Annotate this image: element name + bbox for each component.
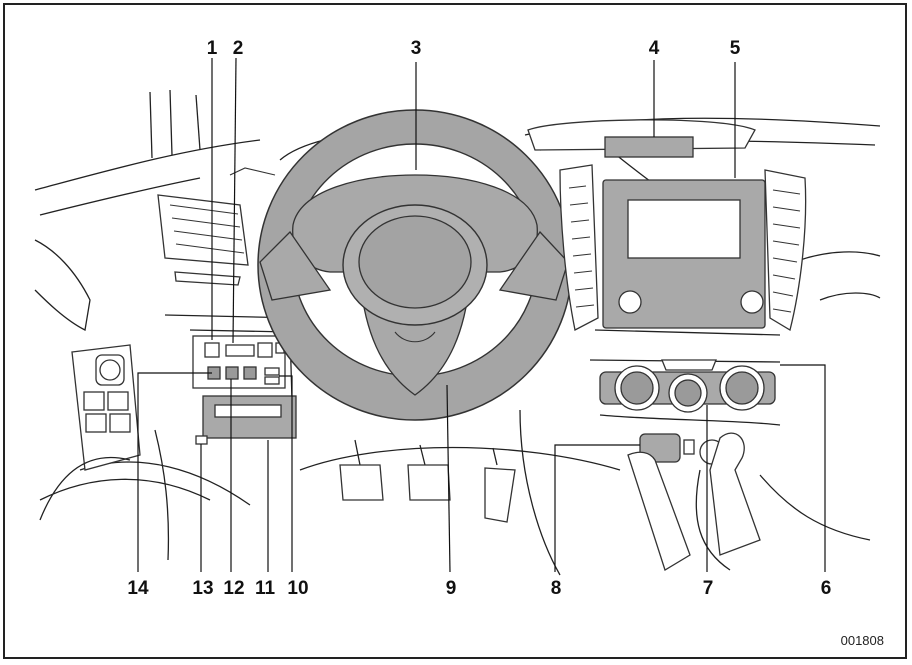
callout-labels: 1 2 3 4 5 6 7 8 9 10 11 12 13 14 bbox=[127, 38, 831, 599]
leader-lines bbox=[137, 57, 826, 573]
callout-8: 8 bbox=[551, 578, 562, 599]
pedals bbox=[339, 439, 516, 523]
callout-5: 5 bbox=[730, 38, 741, 59]
callout-1: 1 bbox=[207, 38, 218, 59]
callout-12: 12 bbox=[223, 578, 244, 599]
callout-10: 10 bbox=[287, 578, 308, 599]
callout-6: 6 bbox=[821, 578, 832, 599]
callout-2: 2 bbox=[233, 38, 244, 59]
callout-4: 4 bbox=[649, 38, 660, 59]
climate-controls bbox=[599, 365, 776, 413]
callout-9: 9 bbox=[446, 578, 457, 599]
callout-3: 3 bbox=[411, 38, 422, 59]
left-air-vent bbox=[157, 167, 276, 286]
figure-code: 001808 bbox=[841, 633, 884, 648]
cabin-outline bbox=[34, 89, 881, 576]
callout-13: 13 bbox=[192, 578, 213, 599]
lower-dash-panel bbox=[164, 314, 301, 445]
callout-14: 14 bbox=[127, 578, 149, 599]
door-panel bbox=[34, 239, 141, 521]
callout-7: 7 bbox=[703, 578, 714, 599]
lower-console bbox=[599, 414, 781, 571]
steering-wheel bbox=[257, 109, 573, 421]
top-display bbox=[527, 119, 756, 158]
center-console bbox=[559, 164, 807, 371]
callout-11: 11 bbox=[255, 578, 276, 599]
